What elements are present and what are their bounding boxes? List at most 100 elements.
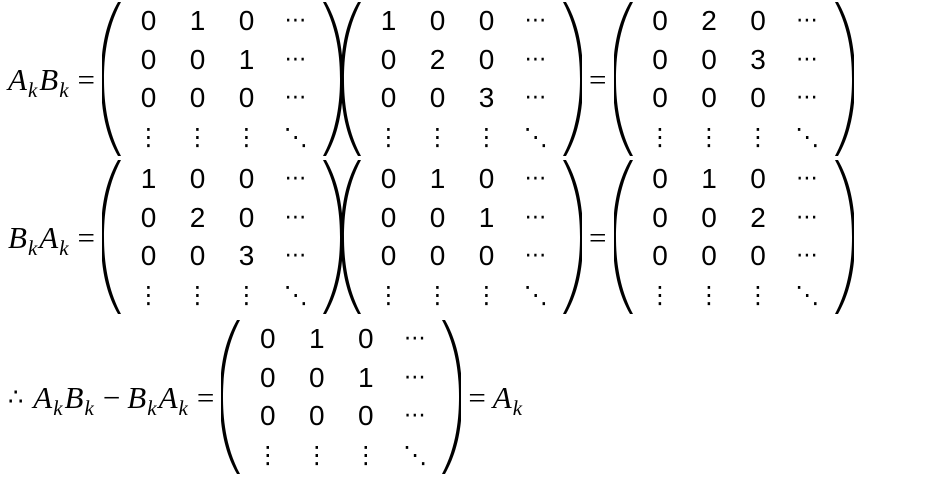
matrix-cell: ⋯	[284, 166, 307, 192]
matrix-cell: 1	[429, 163, 446, 195]
matrix-cell: 2	[189, 201, 206, 233]
matrix-cell: 2	[429, 43, 446, 75]
matrix-cell: 0	[140, 201, 157, 233]
matrix-cell: ⋮	[474, 280, 499, 309]
subscript: k	[59, 77, 69, 102]
matrix-cell: 0	[260, 400, 276, 432]
subscript: k	[27, 77, 38, 102]
matrix-cell: ⋮	[185, 122, 210, 151]
matrix-cell: 0	[701, 82, 717, 114]
symbol: A	[492, 379, 512, 415]
matrix-cell: 0	[652, 82, 668, 114]
matrix-cell: ⋮	[697, 280, 721, 309]
matrix-cell: 0	[701, 240, 717, 272]
equals-sign: =	[77, 61, 96, 97]
matrix-cell: 0	[701, 43, 717, 75]
matrix-cell: ⋯	[524, 85, 547, 111]
symbol: B	[64, 379, 84, 415]
left-parenthesis	[613, 160, 633, 314]
subscript: k	[84, 395, 94, 420]
matrix-cell: ⋮	[648, 122, 672, 151]
matrix-cell: 1	[478, 201, 495, 233]
matrix-cell: 0	[309, 361, 325, 393]
matrix-cell: 0	[429, 240, 446, 272]
left-parenthesis	[221, 320, 241, 474]
matrix-cell: 0	[260, 323, 276, 355]
symbol: B	[8, 219, 27, 255]
left-parenthesis	[342, 2, 362, 156]
symbol: A	[33, 379, 53, 415]
matrix-cell: 1	[189, 5, 206, 37]
matrix-cell: ⋯	[403, 403, 426, 429]
matrix-cell: ⋮	[304, 440, 329, 469]
right-parenthesis	[834, 160, 854, 314]
matrix-cell: ⋯	[284, 243, 307, 269]
matrix-cell: ⋮	[255, 440, 280, 469]
right-parenthesis	[442, 320, 462, 474]
matrix-cell: ⋮	[376, 280, 401, 309]
matrix-cell: 0	[189, 163, 206, 195]
matrix-cell: 0	[652, 5, 668, 37]
matrix-cell: ⋯	[403, 364, 426, 390]
equals-sign: =	[77, 219, 96, 255]
symbol: B	[127, 379, 147, 415]
matrix-cell: 0	[140, 240, 157, 272]
equals-sign: =	[589, 61, 607, 97]
matrix-cell: ⋮	[425, 122, 450, 151]
matrix-cell: ⋮	[234, 280, 259, 309]
matrix-cell: 0	[358, 323, 374, 355]
left-parenthesis	[613, 2, 633, 156]
matrix-cell: ⋮	[376, 122, 401, 151]
matrix-cell: ⋮	[648, 280, 672, 309]
matrix-cell: ⋮	[474, 122, 499, 151]
matrix-cell: 1	[309, 323, 325, 355]
matrix-cell: ⋯	[284, 8, 307, 34]
matrix-cell: ⋯	[284, 46, 307, 72]
subscript: k	[178, 395, 188, 420]
right-parenthesis	[323, 160, 343, 314]
matrix-cell: 0	[189, 240, 206, 272]
matrix-cell: ⋯	[796, 166, 818, 192]
matrix-cell: ⋯	[796, 85, 818, 111]
right-parenthesis	[563, 2, 583, 156]
right-parenthesis	[834, 2, 854, 156]
matrix-cell: ⋮	[136, 122, 161, 151]
matrix-cell: ⋯	[796, 204, 818, 230]
matrix-cell: ⋮	[234, 122, 259, 151]
equals-sign: =	[468, 379, 486, 415]
matrix-cell: ⋮	[425, 280, 450, 309]
matrix-cell: 3	[478, 82, 495, 114]
matrix-cell: 1	[238, 43, 255, 75]
matrix-cell: ⋯	[403, 326, 426, 352]
matrix-cell: ⋮	[136, 280, 161, 309]
matrix-cell: 0	[750, 240, 766, 272]
matrix-cell: ⋯	[796, 46, 818, 72]
right-parenthesis	[563, 160, 583, 314]
matrix-cell: 0	[189, 43, 206, 75]
matrix-cell: 0	[701, 201, 717, 233]
matrix-cell: 0	[380, 240, 397, 272]
matrix-cell: ⋯	[524, 46, 547, 72]
left-parenthesis	[102, 2, 122, 156]
matrix-cell: 0	[380, 163, 397, 195]
matrix-cell: 0	[478, 240, 495, 272]
matrix-cell: ⋱	[283, 122, 308, 151]
matrix-cell: ⋱	[795, 122, 819, 151]
matrix-cell: ⋱	[283, 280, 308, 309]
matrix-cell: 0	[380, 201, 397, 233]
matrix-cell: 0	[750, 82, 766, 114]
subscript: k	[27, 235, 38, 260]
equals-sign: =	[589, 219, 607, 255]
matrix-cell: 0	[652, 163, 668, 195]
